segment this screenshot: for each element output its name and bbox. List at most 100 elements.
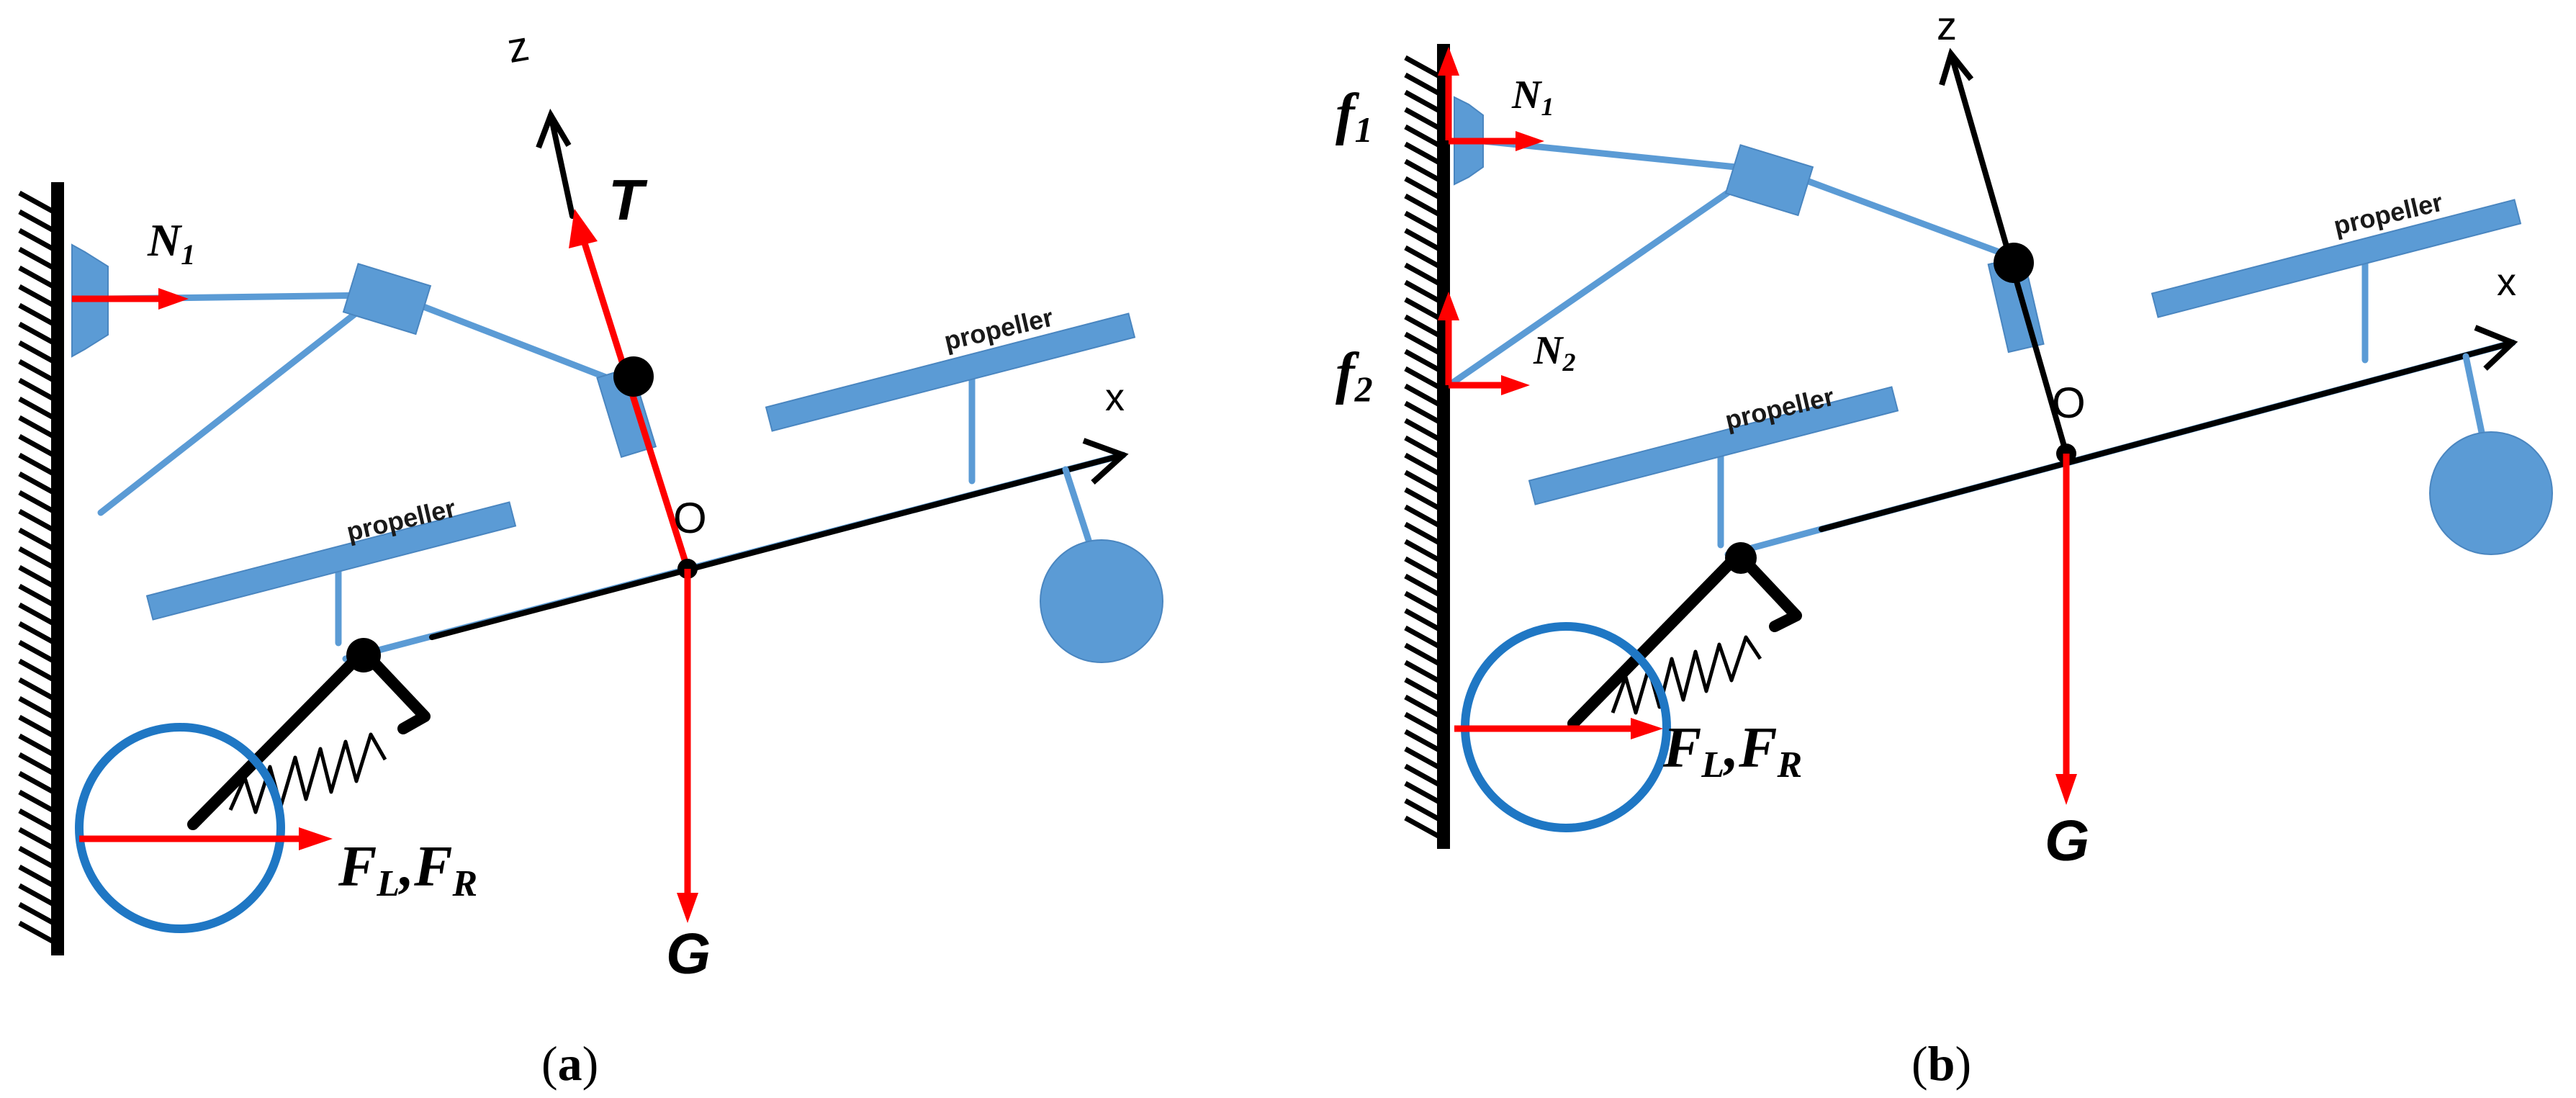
hatch-line [18,471,55,495]
wheel-sub-r-a: R [451,863,477,904]
hatch-line [1404,487,1441,511]
hatch-line [18,583,55,608]
normal1-sub-b: 1 [1541,92,1554,121]
hatch-line [1404,72,1441,96]
hatch-line [1404,89,1441,114]
hatch-line [18,321,55,346]
friction2-sub-b: 2 [1354,369,1373,409]
wheel-a [75,723,285,933]
panel-b: propeller propeller [1336,3,2553,1091]
hatch-line [1404,331,1441,356]
normal-main-a: N [147,215,183,266]
hatch-line [1404,711,1441,736]
wheel-f-a: F [338,835,377,899]
hatch-line [18,714,55,739]
hatch-line [18,677,55,701]
hatch-line [1404,729,1441,753]
hatch-line [1404,780,1441,805]
hatch-line [18,377,55,402]
linkage-a [97,263,657,516]
hatch-line [1404,366,1441,390]
hatch-line [18,490,55,514]
x-axis-b [1819,340,2516,532]
hatch-line [1404,228,1441,252]
wheel-f2-a: F [413,835,452,899]
origin-label-a: O [673,494,707,542]
propeller-left-a: propeller [145,493,517,647]
caption-b: (b) [1911,1036,1971,1091]
hatch-line [18,246,55,271]
wheel-f-b: F [1662,716,1701,780]
wheel-sep-b: , [1723,716,1739,780]
caption-b-letter: b [1928,1036,1955,1091]
hatch-line [1404,504,1441,528]
hatch-line [1404,694,1441,719]
propeller-right-a: propeller [765,302,1136,485]
hatch-line [18,864,55,888]
hatch-line [18,452,55,477]
caption-a-open: ( [541,1036,558,1091]
hatch-line [1404,815,1441,840]
hatch-line [1404,573,1441,598]
wheel-sub-l-a: L [376,863,400,904]
thrust-force-a [578,233,691,570]
hatch-line [1404,107,1441,131]
hatch-line [18,752,55,776]
x-label-b: x [2497,261,2516,304]
suspension-pivot-b [1725,542,1757,574]
hatch-line [18,396,55,420]
hatch-line [1404,262,1441,287]
wheel-sub-r-b: R [1776,744,1802,786]
hatch-line [18,789,55,814]
center-of-mass-b [1994,243,2034,283]
panel-a: propeller propeller [18,22,1163,1091]
wheel-sub-l-b: L [1701,744,1724,786]
hatch-line [18,883,55,907]
hatch-line [18,302,55,327]
friction1-sub-b: 1 [1355,109,1373,150]
hatch-line [18,415,55,439]
hatch-line [18,564,55,589]
hatch-line [1404,124,1441,148]
hatch-line [18,546,55,570]
counterweight-a [1040,466,1163,663]
hatch-line [18,433,55,458]
hatch-line [1404,625,1441,649]
wheel-sep-a: , [398,835,414,899]
hatch-line [18,284,55,308]
hatch-line [18,808,55,832]
hatch-line [1404,539,1441,563]
wheel-force-label-a: FL,FR [338,835,477,904]
counterweight-b [2429,353,2553,555]
hatch-line [18,639,55,664]
caption-a-letter: a [558,1036,582,1091]
hatch-line [18,209,55,233]
wall-hatching-a [18,190,55,945]
hatch-line [1404,746,1441,770]
hatch-line [18,602,55,626]
hatch-line [1404,279,1441,304]
hatch-line [1404,608,1441,632]
center-of-mass-a [613,356,654,397]
hatch-line [18,845,55,870]
hatch-line [18,658,55,683]
wall-b [1404,44,1450,849]
caption-b-close: ) [1955,1036,1971,1091]
hatch-line [1404,452,1441,477]
hatch-line [1404,642,1441,667]
hatch-line [1404,245,1441,269]
friction-label-1-b: f1 [1336,83,1373,150]
z-label-a: z [504,22,533,72]
propeller-right-b: propeller [2151,187,2522,364]
hatch-line [1404,435,1441,459]
hatch-line [1404,418,1441,442]
hatch-line [1404,383,1441,408]
hatch-line [1404,210,1441,235]
normal-sub-a: 1 [181,238,195,271]
hatch-line [1404,590,1441,615]
wall-a [18,182,64,955]
hatch-line [1404,469,1441,494]
hatch-line [1404,158,1441,183]
normal-label-2-b: N2 [1533,328,1575,377]
